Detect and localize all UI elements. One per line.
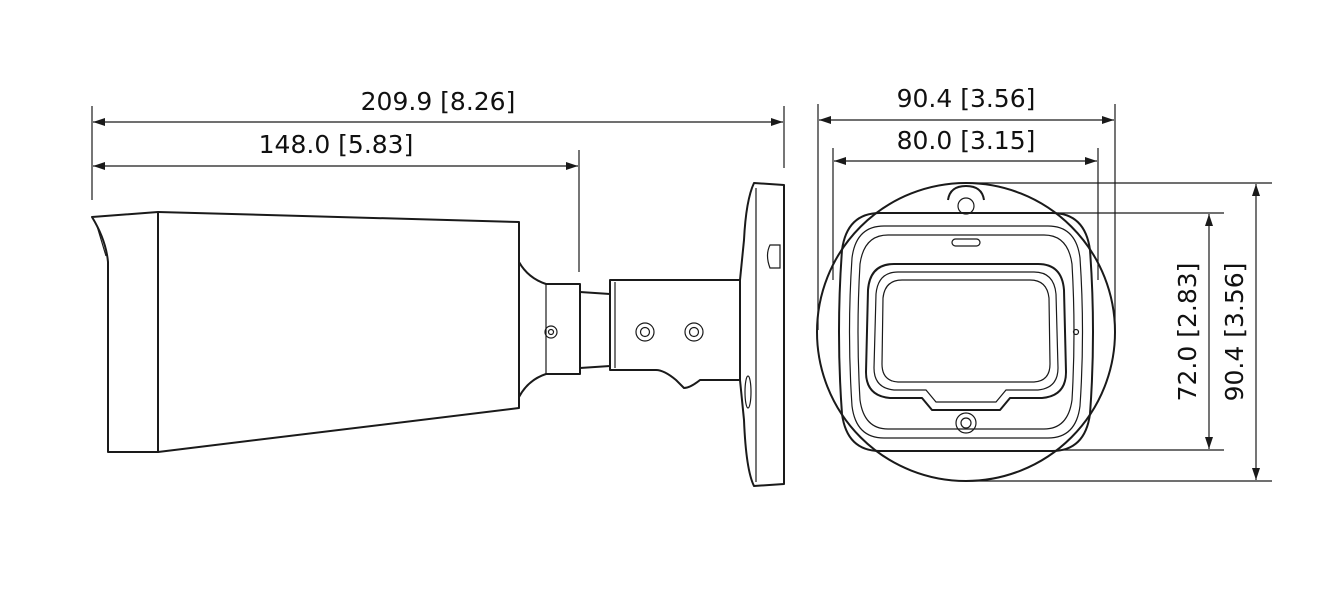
front-housing-circle	[816, 182, 1116, 482]
label-front-outer-height: 90.4 [3.56]	[1220, 263, 1249, 402]
rear-screw-icon	[544, 325, 558, 339]
sunshade	[91, 211, 159, 453]
bottom-screw-icon	[955, 412, 977, 434]
front-view: 90.4 [3.56] 80.0 [3.15] 72.0 [2.83] 90.4…	[816, 84, 1272, 482]
lens-glass	[881, 279, 1051, 383]
indicator-dot	[1072, 328, 1080, 336]
light-sensor	[951, 238, 981, 247]
mount-base	[739, 182, 785, 487]
base-hole	[744, 375, 752, 409]
side-view: 209.9 [8.26] 148.0 [5.83]	[91, 87, 785, 487]
base-notch	[766, 244, 781, 269]
label-front-inner-height: 72.0 [2.83]	[1173, 263, 1202, 402]
label-housing-length: 148.0 [5.83]	[259, 130, 414, 159]
top-lug-hole	[957, 197, 975, 215]
joint-neck	[579, 291, 611, 369]
lens-window-outer	[865, 263, 1067, 411]
bracket-screw-2-icon	[684, 322, 704, 342]
label-front-outer-width: 90.4 [3.56]	[897, 84, 1036, 113]
label-overall-length: 209.9 [8.26]	[361, 87, 516, 116]
label-front-inner-width: 80.0 [3.15]	[897, 126, 1036, 155]
camera-body	[157, 211, 520, 453]
body-rear-cap	[518, 261, 581, 398]
bracket-screw-1-icon	[635, 322, 655, 342]
top-lug	[947, 185, 985, 201]
bracket-arm	[609, 279, 741, 389]
face-plate	[838, 212, 1094, 452]
